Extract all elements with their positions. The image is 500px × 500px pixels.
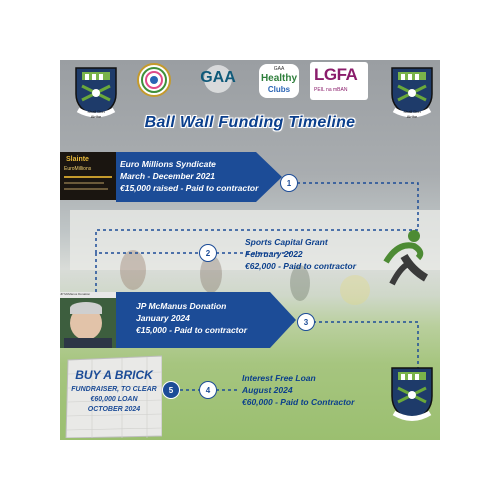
healthy-clubs-sub: Clubs	[267, 85, 291, 94]
milestone-4-text: Interest Free Loan August 2024 €60,000 -…	[242, 372, 354, 408]
milestone-2-number: 2	[199, 244, 217, 262]
brick-line-1: BUY A BRICK	[75, 368, 153, 382]
milestone-4-number: 4	[199, 381, 217, 399]
camogie-logo	[136, 62, 172, 98]
jp-photo-caption: JP McManus Donation	[60, 292, 116, 298]
buy-a-brick-sign: BUY A BRICK FUNDRAISER, TO CLEAR €60,000…	[62, 354, 162, 438]
milestone-1-detail: €15,000 raised - Paid to contractor	[120, 183, 259, 193]
milestone-1-date: March - December 2021	[120, 171, 215, 181]
milestone-1-number: 1	[280, 174, 298, 192]
milestone-3-detail: €15,000 - Paid to contractor	[136, 325, 248, 335]
milestone-1-title: Euro Millions Syndicate	[120, 159, 216, 169]
euro-poster-line2: EuroMillions	[64, 166, 92, 172]
healthy-clubs-logo: GAA Healthy Clubs	[259, 64, 299, 98]
milestone-3-banner	[116, 292, 296, 348]
healthy-clubs-main: Healthy	[260, 73, 298, 84]
lgfa-logo-sub: PEIL na mBAN	[314, 87, 348, 93]
milestone-4-date: August 2024	[242, 385, 293, 395]
crest-bottom-logo	[384, 360, 440, 424]
milestone-2-text: Sports Capital Grant February 2022 €62,0…	[245, 236, 356, 272]
sport-ireland-logo	[378, 228, 434, 286]
page-title: Ball Wall Funding Timeline	[144, 114, 356, 131]
milestone-3-date: January 2024	[136, 313, 190, 323]
crest-left-logo: Shall Dun Airthe	[68, 60, 124, 120]
euro-millions-photo: Slainte EuroMillions	[60, 152, 116, 200]
crest-right-motto: Shall Dun Airthe	[403, 109, 421, 119]
crest-left-motto: Shall Dun Airthe	[87, 109, 105, 119]
lgfa-logo: LGFA PEIL na mBAN	[310, 62, 368, 100]
milestone-1-text: Euro Millions Syndicate March - December…	[120, 158, 258, 194]
milestone-5-number: 5	[162, 381, 180, 399]
euro-poster-line1: Slainte	[66, 156, 89, 163]
lgfa-logo-text: LGFA	[314, 65, 358, 84]
gaa-logo-text: GAA	[200, 69, 236, 86]
milestone-3-text: JP McManus Donation January 2024 €15,000…	[136, 300, 247, 336]
jp-mcmanus-photo: JP McManus Donation	[60, 292, 116, 348]
milestone-4-title: Interest Free Loan	[242, 373, 316, 383]
milestone-3-number: 3	[297, 313, 315, 331]
brick-line-3: €60,000 LOAN	[90, 396, 138, 403]
milestone-4-detail: €60,000 - Paid to Contractor	[242, 397, 355, 407]
milestone-1-banner	[116, 152, 282, 202]
milestone-3-title: JP McManus Donation	[136, 301, 227, 311]
crest-right-logo: Shall Dun Airthe	[384, 60, 440, 120]
brick-line-4: OCTOBER 2024	[87, 406, 141, 413]
healthy-clubs-top: GAA	[273, 66, 285, 72]
brick-line-2: FUNDRAISER, TO CLEAR	[71, 386, 157, 393]
milestone-2-date: February 2022	[245, 249, 303, 259]
milestone-2-detail: €62,000 - Paid to contractor	[245, 261, 357, 271]
gaa-logo: GAA	[198, 64, 238, 94]
milestone-2-title: Sports Capital Grant	[245, 237, 328, 247]
